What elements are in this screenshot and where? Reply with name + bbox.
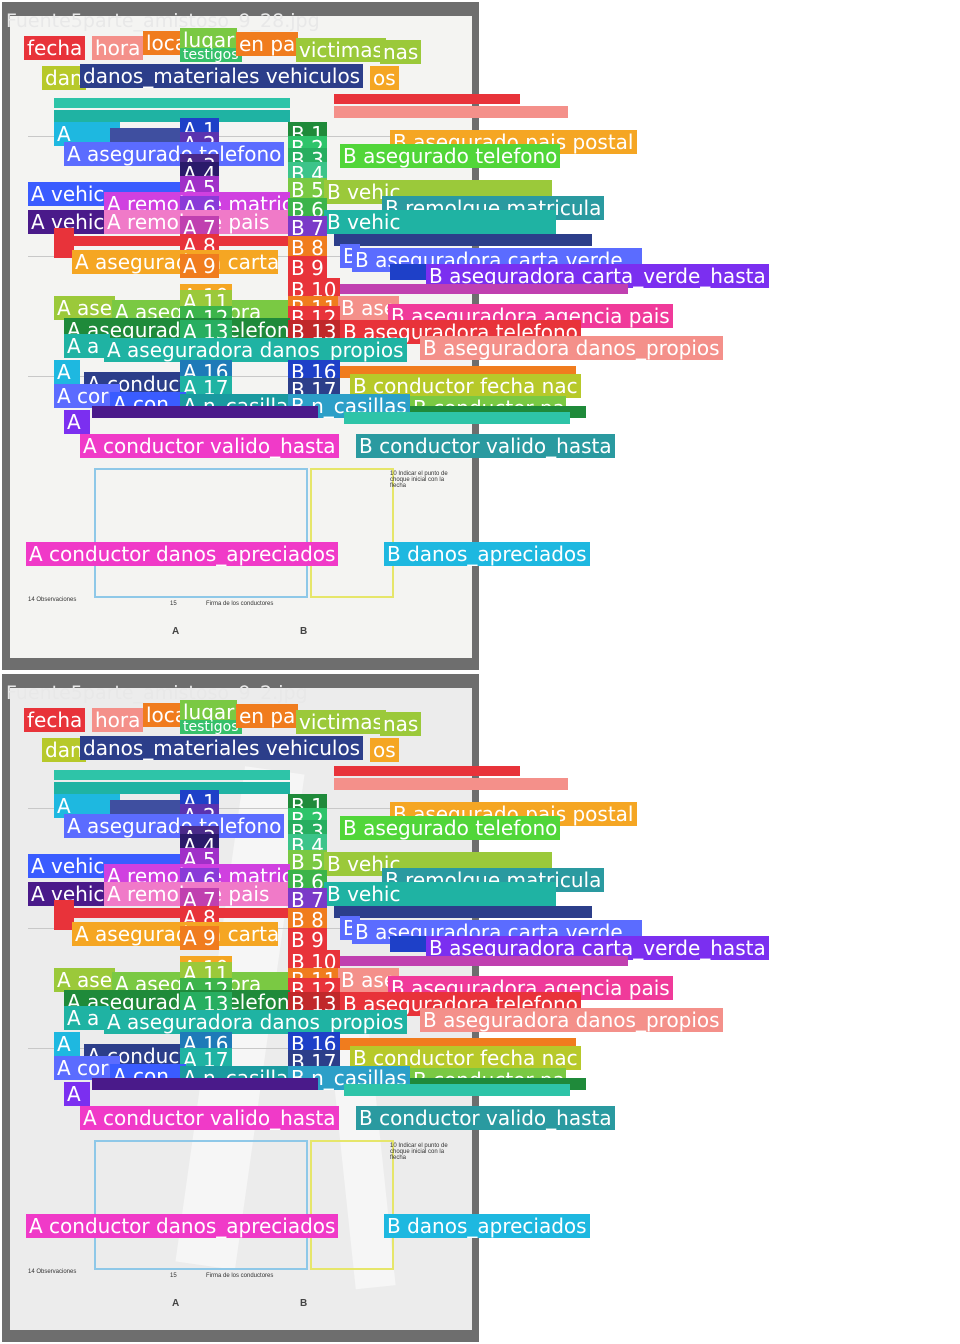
tag-b-danos-apreciados[interactable]: B danos_apreciados bbox=[384, 542, 590, 566]
tag-os[interactable]: os bbox=[370, 738, 399, 762]
driver-b-letter: B bbox=[300, 626, 308, 637]
label-overlay-2: fecha hora loca lugar testigos en pa vic… bbox=[0, 672, 960, 1344]
tag-bar bbox=[92, 406, 318, 418]
form-line bbox=[28, 808, 448, 809]
tag-a-conductor-danos-apreciados[interactable]: A conductor danos_apreciados bbox=[26, 1214, 339, 1238]
tag-a-conductor-valido-hasta[interactable]: A conductor valido_hasta bbox=[80, 1106, 339, 1130]
tag-bar bbox=[60, 908, 296, 918]
tag-b-aseguradora-danos-propios[interactable]: B aseguradora danos_propios bbox=[420, 336, 723, 360]
tag-a-a[interactable]: A a bbox=[64, 1006, 110, 1030]
tag-a-a[interactable]: A a bbox=[64, 334, 110, 358]
impact-diagram-b bbox=[310, 1140, 394, 1270]
impact-point-label: 10 Indicar el punto de choque inicial co… bbox=[390, 1143, 448, 1161]
driver-a-letter: A bbox=[172, 1298, 180, 1309]
impact-diagram-a bbox=[94, 1140, 308, 1270]
impact-diagram-b bbox=[310, 468, 394, 598]
tag-b-vehic-2[interactable]: B vehic bbox=[324, 882, 556, 906]
tag-a-ase[interactable]: A ase bbox=[54, 968, 116, 992]
tag-bar bbox=[54, 770, 290, 780]
tag-b9[interactable]: B 9 bbox=[288, 256, 327, 280]
tag-bar bbox=[334, 906, 592, 918]
tag-victimas[interactable]: victimas bbox=[296, 38, 386, 62]
file-title: Fuente5parte_amistoso_9_2.jpg bbox=[6, 682, 308, 704]
tag-en-pa[interactable]: en pa bbox=[236, 704, 299, 728]
tag-bar bbox=[340, 956, 628, 966]
tag-b-conductor-valido-hasta[interactable]: B conductor valido_hasta bbox=[356, 434, 615, 458]
tag-b9[interactable]: B 9 bbox=[288, 928, 327, 952]
tag-bar bbox=[60, 236, 296, 246]
impact-diagram-a bbox=[94, 468, 308, 598]
tag-hora[interactable]: hora bbox=[92, 708, 144, 732]
observaciones-label: 14 Observaciones bbox=[28, 1269, 77, 1275]
tag-bar bbox=[344, 1084, 570, 1096]
tag-a-short-2[interactable]: A bbox=[54, 1032, 80, 1056]
tag-bar bbox=[334, 234, 592, 246]
driver-b-letter: B bbox=[300, 1298, 308, 1309]
tag-bar bbox=[92, 1078, 318, 1090]
tag-a-short-3[interactable]: A bbox=[64, 410, 90, 434]
tag-bar bbox=[334, 94, 520, 104]
form-line bbox=[28, 136, 448, 137]
tag-b-conductor-valido-hasta[interactable]: B conductor valido_hasta bbox=[356, 1106, 615, 1130]
signature-number: 15 bbox=[170, 601, 177, 607]
tag-bar bbox=[340, 284, 628, 294]
tag-b-asegurado-telefono[interactable]: B asegurado telefono bbox=[340, 816, 561, 840]
tag-a9[interactable]: A 9 bbox=[180, 254, 219, 278]
tag-a-conductor-danos-apreciados[interactable]: A conductor danos_apreciados bbox=[26, 542, 339, 566]
tag-danos-materiales-vehiculos[interactable]: danos_materiales vehiculos bbox=[80, 64, 364, 88]
tag-os[interactable]: os bbox=[370, 66, 399, 90]
driver-a-letter: A bbox=[172, 626, 180, 637]
tag-bar bbox=[390, 936, 436, 952]
tag-victimas[interactable]: victimas bbox=[296, 710, 386, 734]
tag-a-aseguradora-danos-propios[interactable]: A aseguradora danos_propios bbox=[104, 338, 407, 362]
tag-a-short-2[interactable]: A bbox=[54, 360, 80, 384]
tag-b-danos-apreciados[interactable]: B danos_apreciados bbox=[384, 1214, 590, 1238]
tag-bar bbox=[110, 128, 196, 144]
tag-bar bbox=[54, 110, 290, 122]
tag-dan[interactable]: dan bbox=[42, 66, 86, 90]
observaciones-label: 14 Observaciones bbox=[28, 597, 77, 603]
tag-b-vehic[interactable]: B vehic bbox=[324, 180, 552, 204]
tag-bar bbox=[110, 800, 196, 816]
impact-point-label: 10 Indicar el punto de choque inicial co… bbox=[390, 471, 448, 489]
tag-a-aseguradora-carta[interactable]: A aseguradora carta bbox=[72, 250, 279, 274]
tag-bar bbox=[344, 412, 570, 424]
tag-en-pa[interactable]: en pa bbox=[236, 32, 299, 56]
tag-bar bbox=[334, 766, 520, 776]
tag-a-aseguradora-carta[interactable]: A aseguradora carta bbox=[72, 922, 279, 946]
signature-number: 15 bbox=[170, 1273, 177, 1279]
tag-bar bbox=[54, 782, 290, 794]
tag-bar bbox=[334, 106, 568, 118]
tag-a-short-3[interactable]: A bbox=[64, 1082, 90, 1106]
file-title: Fuente5parte_amistoso_9_28.jpg bbox=[6, 10, 320, 32]
tag-hora[interactable]: hora bbox=[92, 36, 144, 60]
tag-nas[interactable]: nas bbox=[380, 712, 422, 736]
tag-nas[interactable]: nas bbox=[380, 40, 422, 64]
tag-testigos[interactable]: testigos bbox=[180, 48, 242, 62]
tag-a-cor[interactable]: A cor bbox=[54, 384, 120, 408]
tag-bar bbox=[334, 778, 568, 790]
tag-a-aseguradora-danos-propios[interactable]: A aseguradora danos_propios bbox=[104, 1010, 407, 1034]
tag-dan[interactable]: dan bbox=[42, 738, 86, 762]
tag-bar bbox=[390, 264, 436, 280]
tag-a-ase[interactable]: A ase bbox=[54, 296, 116, 320]
tag-danos-materiales-vehiculos[interactable]: danos_materiales vehiculos bbox=[80, 736, 364, 760]
tag-a9[interactable]: A 9 bbox=[180, 926, 219, 950]
tag-b-vehic-2[interactable]: B vehic bbox=[324, 210, 556, 234]
tag-testigos[interactable]: testigos bbox=[180, 720, 242, 734]
tag-b-asegurado-telefono[interactable]: B asegurado telefono bbox=[340, 144, 561, 168]
signature-label: Firma de los conductores bbox=[206, 601, 274, 607]
tag-fecha[interactable]: fecha bbox=[24, 36, 86, 60]
label-overlay-1: fecha hora loca lugar testigos en pa vic… bbox=[24, 28, 769, 566]
signature-label: Firma de los conductores bbox=[206, 1273, 274, 1279]
tag-fecha[interactable]: fecha bbox=[24, 708, 86, 732]
tag-bar bbox=[54, 98, 290, 108]
tag-a-conductor-valido-hasta[interactable]: A conductor valido_hasta bbox=[80, 434, 339, 458]
tag-a-cor[interactable]: A cor bbox=[54, 1056, 120, 1080]
form-line bbox=[28, 1048, 448, 1049]
tag-a-asegurado-telefono[interactable]: A asegurado telefono bbox=[64, 142, 285, 166]
tag-a-asegurado-telefono[interactable]: A asegurado telefono bbox=[64, 814, 285, 838]
form-line bbox=[28, 376, 448, 377]
tag-b-aseguradora-danos-propios[interactable]: B aseguradora danos_propios bbox=[420, 1008, 723, 1032]
